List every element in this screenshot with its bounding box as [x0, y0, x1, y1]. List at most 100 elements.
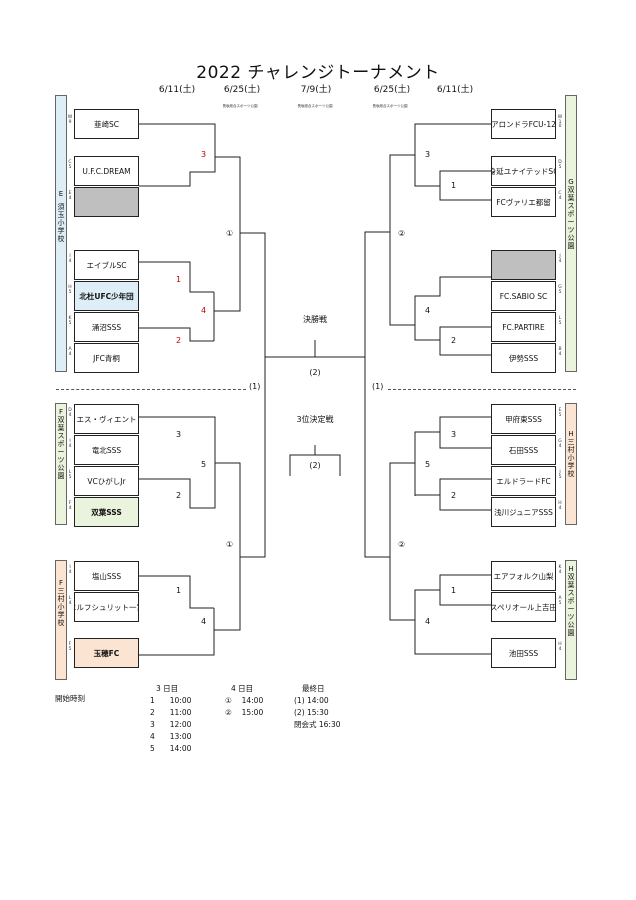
schedule-row: ① 14:00: [225, 696, 264, 705]
group-label-e: E 須玉小学校: [55, 95, 67, 372]
group-venue: 三村小学校: [57, 587, 65, 628]
match-number: 4: [425, 306, 431, 315]
group-label-h2: H 双葉スポーツ公園: [565, 560, 577, 680]
date-round2-right: 6/25(土): [373, 85, 411, 95]
separator-right: [388, 389, 576, 390]
group-letter: F: [58, 579, 64, 587]
third-place-label: 3位決定戦: [296, 415, 334, 424]
group-venue: 双葉スポーツ公園: [567, 186, 575, 251]
schedule-row: (2) 15:30: [294, 708, 329, 717]
schedule-final-day-list: (1) 14:00 (2) 15:30 閉会式 16:30: [294, 695, 341, 731]
match-number: 3: [451, 430, 457, 439]
team-right-8: 甲府東SSS: [491, 404, 556, 434]
match-number: 2: [176, 491, 182, 500]
team-right-4: [491, 250, 556, 280]
match-number: 5: [425, 460, 431, 469]
match-number: 5: [201, 460, 207, 469]
schedule-row: 3 12:00: [150, 720, 192, 729]
date-round1-left: 6/11(土): [158, 85, 196, 95]
team-left-12: 塩山SSS: [74, 561, 139, 591]
team-right-9: 石田SSS: [491, 435, 556, 465]
team-right-12: エアフォルク山梨: [491, 561, 556, 591]
schedule-day3-heading: 3 日目: [156, 684, 179, 693]
final-match-number: (2): [309, 368, 321, 377]
schedule-day3-list: 1 10:00 2 11:00 3 12:00 4 13:00 5 14:00: [150, 695, 191, 755]
team-left-14: 玉穂FC: [74, 638, 139, 668]
team-right-11: 浅川ジュニアSSS: [491, 497, 556, 527]
schedule-final-day-heading: 最終日: [302, 684, 325, 693]
group-venue: 双葉スポーツ公園: [567, 573, 575, 638]
final-label: 決勝戦: [303, 315, 327, 324]
venue-label-left: 長坂総合スポーツ公園: [222, 104, 258, 108]
team-right-13: スペリオール上吉田: [491, 592, 556, 622]
team-left-10: VCひがしJr: [74, 466, 139, 496]
schedule-row: 閉会式 16:30: [294, 720, 341, 729]
schedule-row: 4 13:00: [150, 732, 192, 741]
match-number: ①: [226, 540, 234, 549]
team-right-2: 身延ユナイテッドSC: [491, 156, 556, 186]
match-number: 2: [451, 336, 457, 345]
team-left-2: U.F.C.DREAM: [74, 156, 139, 186]
team-left-6: 涌沼SSS: [74, 312, 139, 342]
team-right-3: FCヴァリエ都留: [491, 187, 556, 217]
team-right-10: エルドラードFC: [491, 466, 556, 496]
team-right-5: FC.SABIO SC: [491, 281, 556, 311]
team-left-3: [74, 187, 139, 217]
match-number: ②: [398, 229, 406, 238]
team-right-14: 池田SSS: [491, 638, 556, 668]
schedule-row: 5 14:00: [150, 744, 192, 753]
group-label-h1: H 三村小学校: [565, 403, 577, 525]
group-label-f2: F 三村小学校: [55, 560, 67, 680]
schedule-row: 2 11:00: [150, 708, 192, 717]
group-label-g: G 双葉スポーツ公園: [565, 95, 577, 372]
schedule-day4-list: ① 14:00 ② 15:00: [225, 695, 263, 719]
team-left-4: エイブルSC: [74, 250, 139, 280]
match-number: 1: [451, 586, 457, 595]
venue-label-center: 長坂総合スポーツ公園: [297, 104, 333, 108]
match-number: 4: [201, 306, 207, 315]
team-left-1: 韮崎SC: [74, 109, 139, 139]
date-final: 7/9(土): [300, 85, 332, 95]
group-venue: 双葉スポーツ公園: [57, 416, 65, 481]
group-venue: 須玉小学校: [57, 203, 65, 244]
match-number: 4: [425, 617, 431, 626]
semifinal-right-number: (1): [372, 382, 384, 391]
match-number: 1: [176, 275, 182, 284]
date-round2-left: 6/25(土): [223, 85, 261, 95]
third-place-match-number: (2): [309, 461, 321, 470]
match-number: 2: [451, 491, 457, 500]
match-number: 3: [176, 430, 182, 439]
schedule-row: (1) 14:00: [294, 696, 329, 705]
schedule-row: 1 10:00: [150, 696, 192, 705]
match-number: 1: [451, 181, 457, 190]
group-letter: G: [568, 178, 574, 186]
match-number: 4: [201, 617, 207, 626]
team-left-7: JFC青桐: [74, 343, 139, 373]
group-letter: F: [58, 408, 64, 416]
match-number: ①: [226, 229, 234, 238]
schedule-row: ② 15:00: [225, 708, 264, 717]
match-number: ②: [398, 540, 406, 549]
group-label-f1: F 双葉スポーツ公園: [55, 403, 67, 525]
team-right-1: アロンドラFCU-12: [491, 109, 556, 139]
